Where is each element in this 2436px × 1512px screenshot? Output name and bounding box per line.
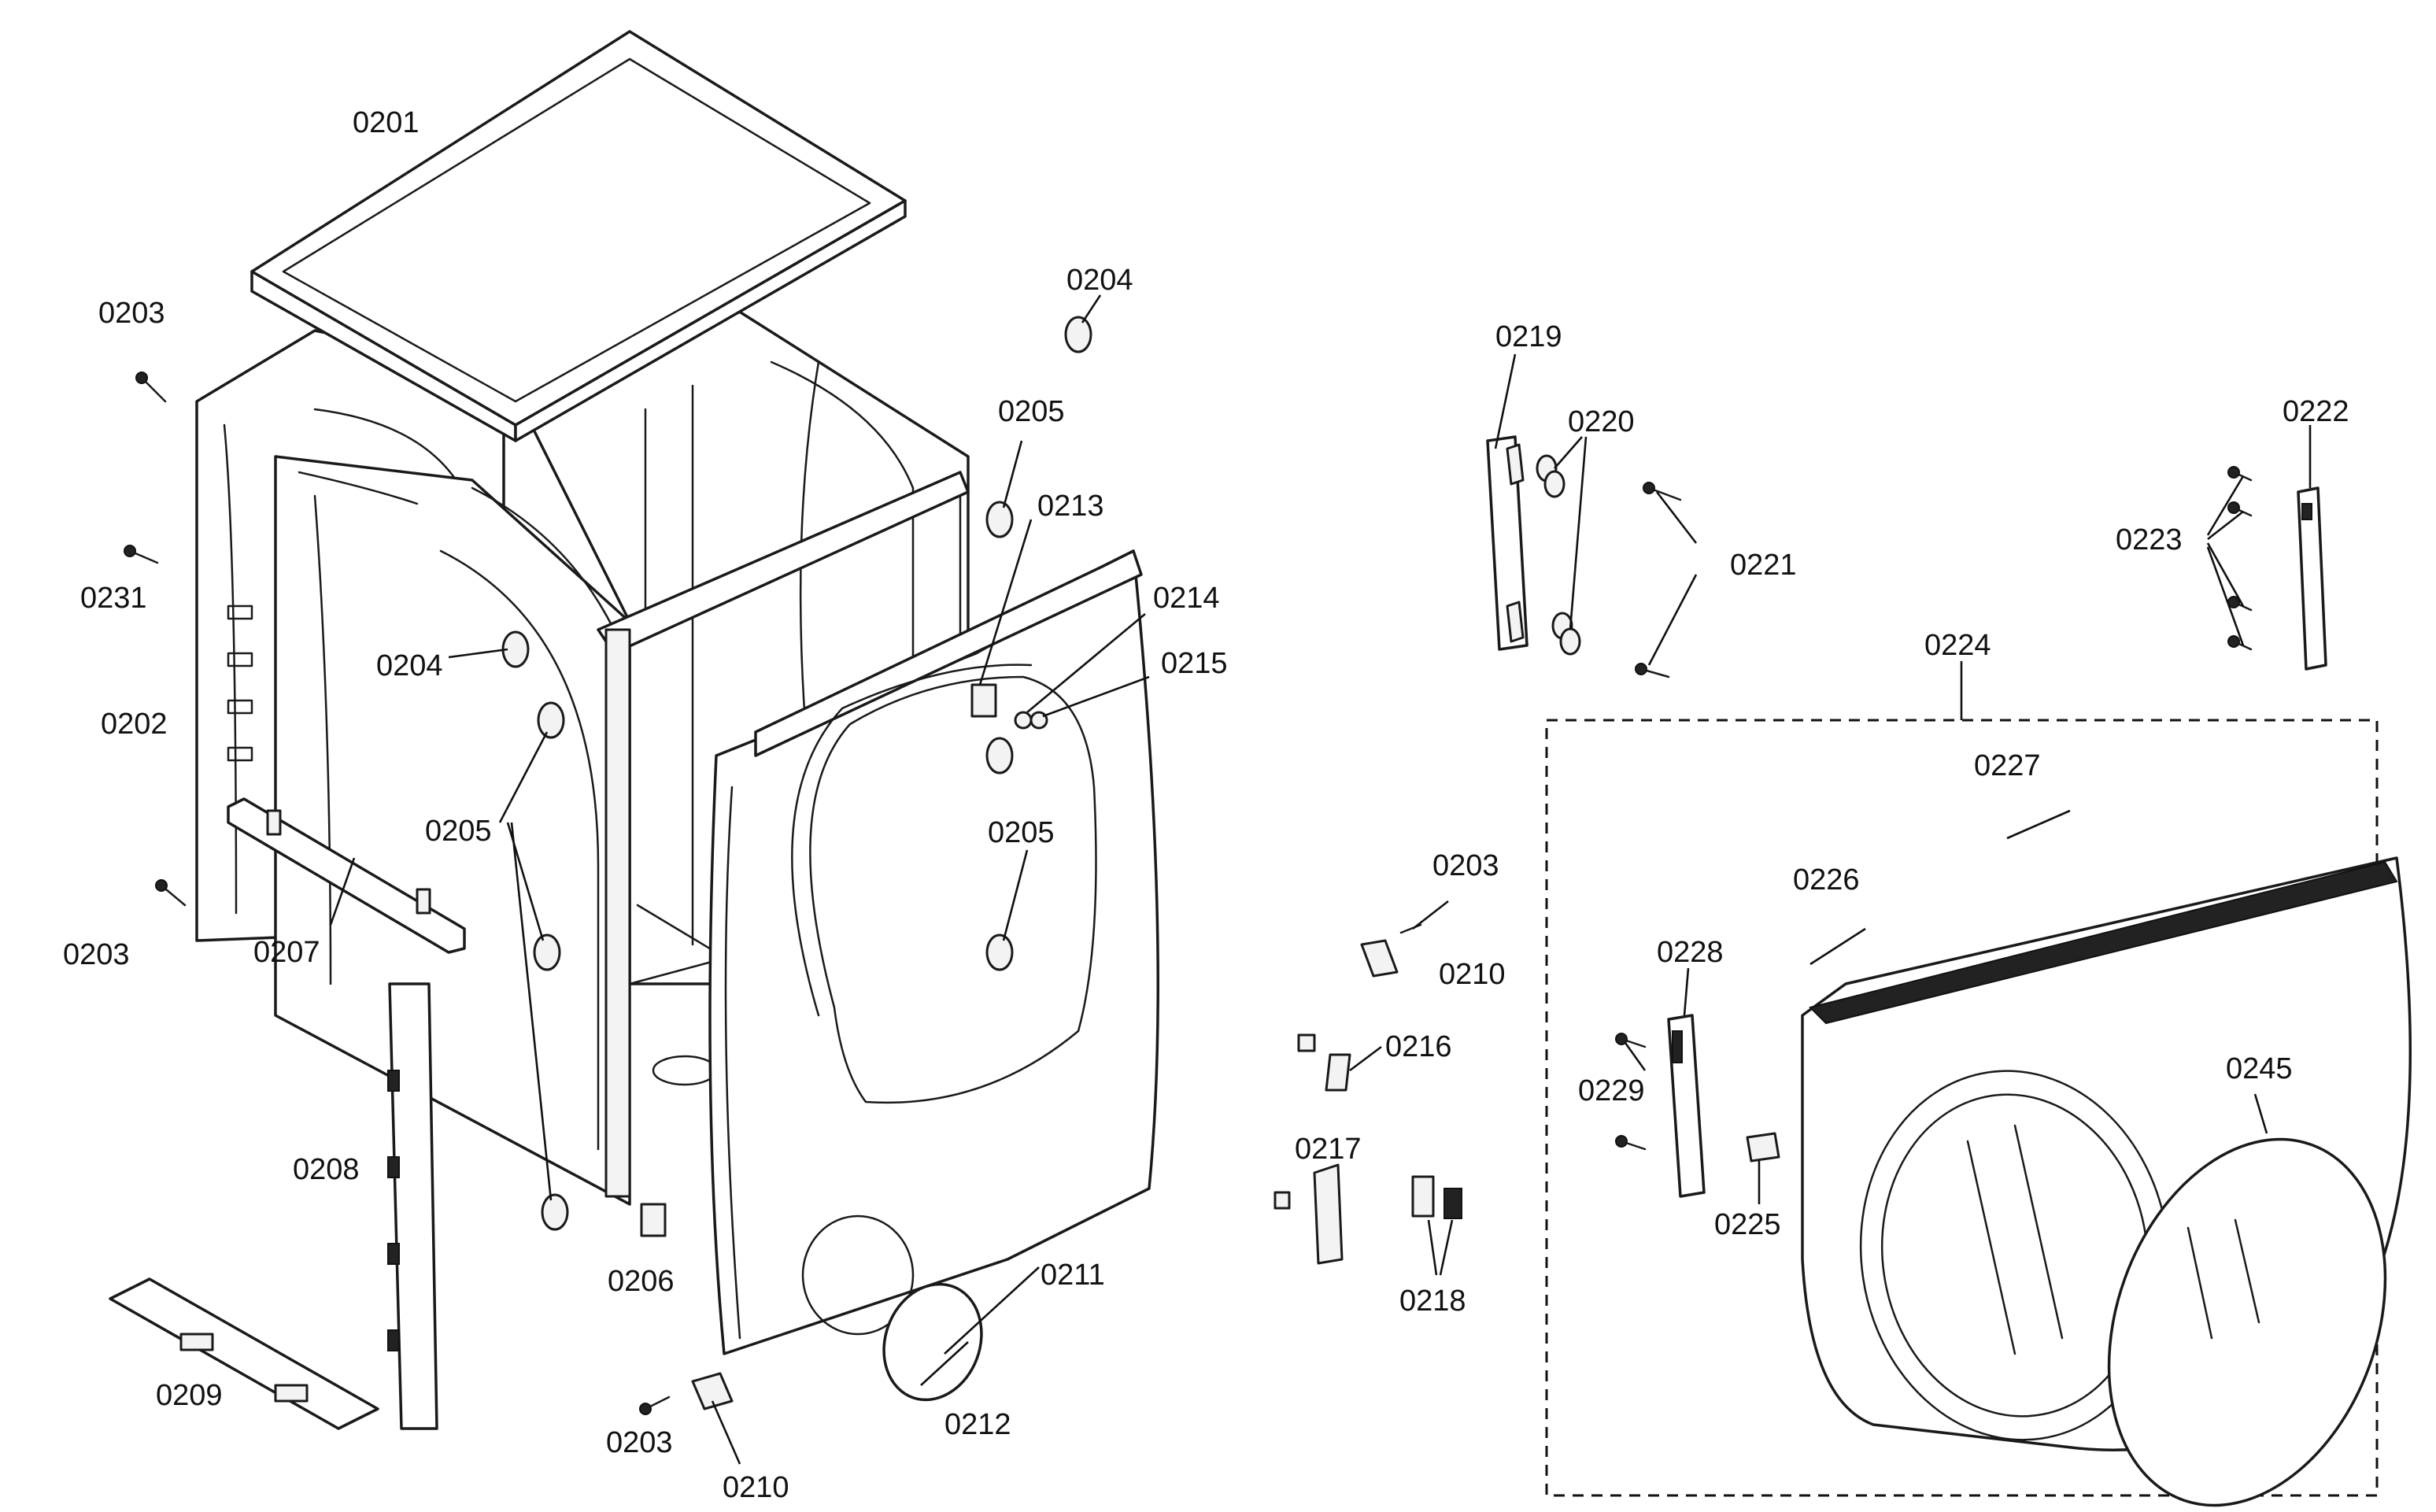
callout-0207: 0207 bbox=[253, 936, 320, 969]
screw-icon bbox=[135, 372, 167, 403]
callout-0206: 0206 bbox=[608, 1265, 675, 1298]
callout-0205: 0205 bbox=[998, 395, 1065, 428]
callout-0229: 0229 bbox=[1578, 1074, 1645, 1107]
callout-0211: 0211 bbox=[1041, 1259, 1105, 1292]
grommet-icon bbox=[501, 316, 1092, 1231]
callout-0224: 0224 bbox=[1924, 629, 1991, 662]
catch-icon bbox=[1746, 1132, 1780, 1163]
bushing-icon bbox=[1536, 454, 1581, 656]
screw-icon bbox=[155, 879, 187, 907]
callout-0245: 0245 bbox=[2226, 1052, 2293, 1085]
latch-strip bbox=[2297, 486, 2327, 671]
support-bar bbox=[227, 797, 466, 954]
switch-icon bbox=[970, 683, 1048, 730]
callout-0215: 0215 bbox=[1161, 647, 1228, 680]
callout-0201: 0201 bbox=[353, 106, 420, 139]
screw-icon bbox=[124, 545, 159, 564]
callout-0205: 0205 bbox=[425, 815, 492, 848]
hinge-icon bbox=[691, 1372, 734, 1410]
callout-0202: 0202 bbox=[101, 708, 168, 741]
front-panel bbox=[708, 549, 1159, 1355]
callout-0204: 0204 bbox=[1066, 264, 1133, 297]
front-cross-brace bbox=[597, 471, 970, 1198]
latch-icon bbox=[1297, 1033, 1351, 1092]
lever-icon bbox=[1273, 1163, 1344, 1265]
callout-0228: 0228 bbox=[1657, 936, 1724, 969]
callout-0218: 0218 bbox=[1399, 1285, 1466, 1318]
screw-icon bbox=[1615, 1033, 1647, 1151]
callout-0217: 0217 bbox=[1295, 1133, 1362, 1166]
screw-icon bbox=[639, 1396, 671, 1415]
callout-0203: 0203 bbox=[63, 938, 130, 971]
callout-0226: 0226 bbox=[1793, 863, 1860, 896]
callout-0214: 0214 bbox=[1153, 582, 1220, 615]
callout-0210: 0210 bbox=[1439, 958, 1506, 991]
callout-0222: 0222 bbox=[2283, 395, 2349, 428]
callout-0227: 0227 bbox=[1974, 749, 2041, 782]
base-plate bbox=[109, 1277, 379, 1430]
door-bracket bbox=[1667, 1014, 1706, 1198]
hinge-icon bbox=[1360, 923, 1422, 978]
leader-lines bbox=[329, 294, 2312, 1465]
door-hinge bbox=[1486, 435, 1529, 651]
callout-0213: 0213 bbox=[1037, 490, 1104, 523]
callout-0203: 0203 bbox=[98, 297, 165, 330]
callout-0219: 0219 bbox=[1495, 320, 1562, 353]
callout-0209: 0209 bbox=[156, 1379, 223, 1412]
callout-0223: 0223 bbox=[2116, 523, 2183, 556]
callout-0203: 0203 bbox=[606, 1426, 673, 1459]
callout-0208: 0208 bbox=[293, 1153, 360, 1186]
callout-0231: 0231 bbox=[80, 582, 147, 615]
lock-icon bbox=[1411, 1175, 1462, 1219]
callout-0203: 0203 bbox=[1432, 849, 1499, 882]
callout-0225: 0225 bbox=[1714, 1208, 1781, 1241]
cable-duct bbox=[387, 982, 438, 1430]
callout-0216: 0216 bbox=[1385, 1030, 1452, 1063]
screw-icon bbox=[2227, 466, 2253, 651]
callout-0220: 0220 bbox=[1568, 405, 1635, 438]
callout-0210: 0210 bbox=[723, 1471, 789, 1504]
callout-0221: 0221 bbox=[1730, 549, 1797, 582]
foot-icon bbox=[640, 1203, 667, 1237]
top-cover bbox=[250, 30, 907, 442]
callout-0204: 0204 bbox=[376, 649, 443, 682]
callout-0205: 0205 bbox=[988, 816, 1055, 849]
callout-0212: 0212 bbox=[944, 1408, 1011, 1441]
door-glass bbox=[2107, 1137, 2387, 1507]
screw-icon bbox=[1635, 482, 1682, 678]
blind-cover bbox=[882, 1282, 983, 1402]
